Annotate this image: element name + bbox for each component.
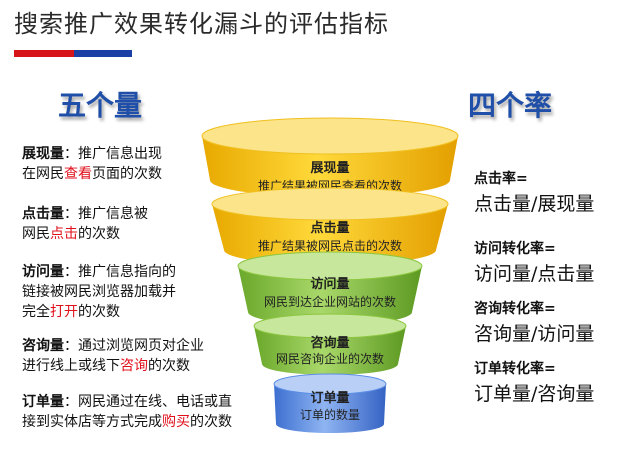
tier-desc: 网民到达企业网站的次数 xyxy=(264,294,396,309)
tier-label: 订单量 xyxy=(310,390,349,406)
metric-name: 展现量 xyxy=(22,146,64,162)
tier-body xyxy=(274,384,386,433)
metric-name: 咨询量 xyxy=(22,338,64,354)
rate-visit-conversion: 访问转化率= 访问量/点击量 xyxy=(474,238,634,286)
metric-desc: 推广信息出现 xyxy=(78,146,162,162)
five-metrics-heading: 五个量 xyxy=(58,89,143,122)
rate-name: 咨询转化率= xyxy=(474,301,556,317)
metric-desc: 的次数 xyxy=(78,226,120,242)
tier-label: 展现量 xyxy=(310,161,349,176)
rate-order-conversion: 订单转化率= 订单量/咨询量 xyxy=(474,358,634,406)
metric-name: 订单量 xyxy=(22,394,64,410)
metric-visits: 访问量：推广信息指向的 链接被网民浏览器加载并 完全打开的次数 xyxy=(22,262,262,322)
tier-label: 点击量 xyxy=(310,220,349,236)
metric-separator: ： xyxy=(64,264,78,280)
metric-desc: 链接被网民浏览器加载并 xyxy=(22,284,176,300)
tier-top xyxy=(253,313,407,339)
metric-desc: 通过浏览网页对企业 xyxy=(78,338,204,354)
tier-top xyxy=(273,373,387,395)
metric-impressions: 展现量：推广信息出现 在网民查看页面的次数 xyxy=(22,144,262,184)
tier-body xyxy=(254,326,406,375)
metric-separator: ： xyxy=(64,146,78,162)
metric-highlight: 打开 xyxy=(50,304,78,320)
metric-desc: 进行线上或线下 xyxy=(22,358,120,374)
rate-formula: 访问量/点击量 xyxy=(474,263,595,285)
tier-body xyxy=(238,266,422,325)
metric-name: 访问量 xyxy=(22,264,64,280)
rate-click: 点击率= 点击量/展现量 xyxy=(474,168,634,216)
metric-desc: 网民通过在线、电话或直 xyxy=(78,394,232,410)
metric-desc: 网民 xyxy=(22,226,50,242)
title-underline-red xyxy=(14,50,74,57)
metric-separator: ： xyxy=(64,206,78,222)
metric-clicks: 点击量：推广信息被 网民点击的次数 xyxy=(22,204,262,244)
metric-desc: 推广信息被 xyxy=(78,206,148,222)
funnel-tier-visits: 访问量 网民到达企业网站的次数 xyxy=(237,251,423,325)
rate-name: 点击率= xyxy=(474,171,528,187)
rate-formula: 点击量/展现量 xyxy=(474,193,595,215)
metric-highlight: 查看 xyxy=(64,166,92,182)
metric-desc: 接到实体店等方式完成 xyxy=(22,414,162,430)
tier-desc: 订单的数量 xyxy=(300,407,360,422)
rate-name: 访问转化率= xyxy=(474,241,556,257)
metric-desc: 完全 xyxy=(22,304,50,320)
metric-inquiries: 咨询量：通过浏览网页对企业 进行线上或线下咨询的次数 xyxy=(22,336,262,376)
metric-desc: 的次数 xyxy=(190,414,232,430)
tier-desc: 推广结果被网民点击的次数 xyxy=(258,238,402,253)
metric-desc: 的次数 xyxy=(148,358,190,374)
rate-inquiry-conversion: 咨询转化率= 咨询量/访问量 xyxy=(474,298,634,346)
tier-desc: 推广结果被网民查看的次数 xyxy=(258,178,402,193)
rate-name: 订单转化率= xyxy=(474,361,556,377)
tier-label: 访问量 xyxy=(310,276,349,292)
metric-desc: 的次数 xyxy=(78,304,120,320)
metric-desc: 页面的次数 xyxy=(92,166,162,182)
metric-highlight: 购买 xyxy=(162,414,190,430)
diagram-title: 搜索推广效果转化漏斗的评估指标 xyxy=(14,10,389,38)
funnel-tier-inquiries: 咨询量 网民咨询企业的次数 xyxy=(253,313,407,375)
rate-formula: 咨询量/访问量 xyxy=(474,323,595,345)
title-underline-blue xyxy=(74,50,132,57)
four-rates-heading: 四个率 xyxy=(468,89,553,122)
metric-orders: 订单量：网民通过在线、电话或直 接到实体店等方式完成购买的次数 xyxy=(22,392,262,432)
tier-top xyxy=(237,251,423,281)
metric-desc: 推广信息指向的 xyxy=(78,264,176,280)
metric-name: 点击量 xyxy=(22,206,64,222)
tier-desc: 网民咨询企业的次数 xyxy=(276,351,384,366)
metric-highlight: 点击 xyxy=(50,226,78,242)
metric-separator: ： xyxy=(64,394,78,410)
metric-highlight: 咨询 xyxy=(120,358,148,374)
metric-desc: 在网民 xyxy=(22,166,64,182)
rate-formula: 订单量/咨询量 xyxy=(474,383,595,405)
metric-separator: ： xyxy=(64,338,78,354)
funnel-tier-orders: 订单量 订单的数量 xyxy=(273,373,387,433)
tier-label: 咨询量 xyxy=(310,335,349,351)
